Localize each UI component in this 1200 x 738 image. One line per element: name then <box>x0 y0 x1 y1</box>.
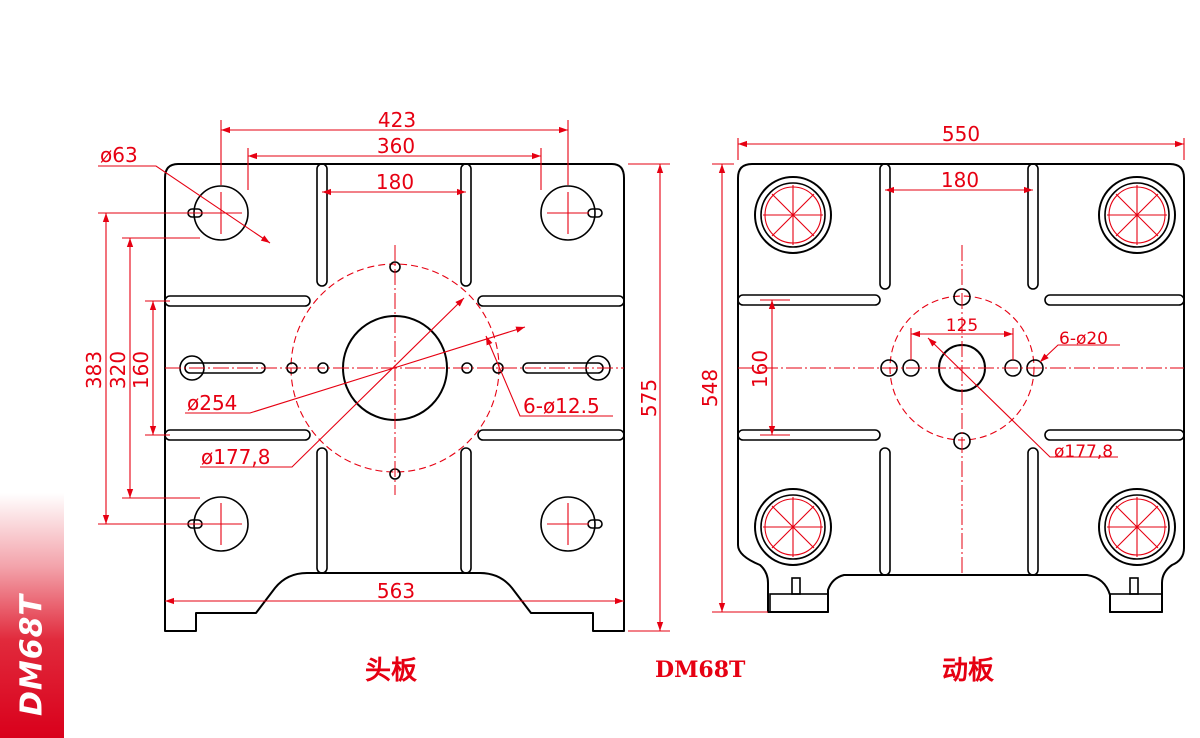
dim-holes: 6-ø12.5 <box>523 394 600 418</box>
dim-160: 160 <box>748 350 772 388</box>
dim-575: 575 <box>637 379 661 417</box>
t-slot <box>477 295 625 307</box>
dim-563: 563 <box>377 579 415 603</box>
dim-ring-dia: ø254 <box>187 391 237 415</box>
dim-550: 550 <box>942 122 980 146</box>
dim-360: 360 <box>377 134 415 158</box>
dim-383: 383 <box>82 351 106 389</box>
dim-holes: 6-ø20 <box>1059 329 1108 349</box>
dim-hole-dia: ø63 <box>100 143 138 167</box>
moving-platen-outline <box>737 163 1185 613</box>
t-slot <box>164 429 311 441</box>
tie-bar-bushing <box>754 176 832 254</box>
side-tab <box>0 493 64 738</box>
fixed-platen-caption: 头板 <box>365 656 418 686</box>
t-slot <box>316 163 328 287</box>
fixed-platen <box>98 120 670 632</box>
dim-pcd: ø177,8 <box>1054 442 1113 462</box>
moving-platen-caption: 动板 <box>942 656 995 686</box>
dim-125: 125 <box>946 316 978 336</box>
dim-160: 160 <box>129 351 153 389</box>
dim-180: 180 <box>941 168 979 192</box>
t-slot <box>316 447 328 574</box>
dim-548: 548 <box>698 369 722 407</box>
dim-pcd: ø177,8 <box>201 445 271 469</box>
dim-180: 180 <box>376 170 414 194</box>
tie-bar-hole <box>540 185 596 241</box>
tie-bar-bushing <box>1098 176 1176 254</box>
moving-platen <box>712 138 1185 613</box>
t-slot <box>460 163 472 287</box>
tie-bar-bushing <box>1098 488 1176 566</box>
dim-320: 320 <box>106 351 130 389</box>
dim-423: 423 <box>378 108 416 132</box>
t-slot <box>164 295 311 307</box>
tie-bar-hole <box>540 496 596 552</box>
t-slot <box>477 429 625 441</box>
t-slot <box>460 447 472 574</box>
model-caption: DM68T <box>655 657 746 683</box>
tie-bar-bushing <box>754 488 832 566</box>
fixed-platen-outline <box>164 163 625 632</box>
